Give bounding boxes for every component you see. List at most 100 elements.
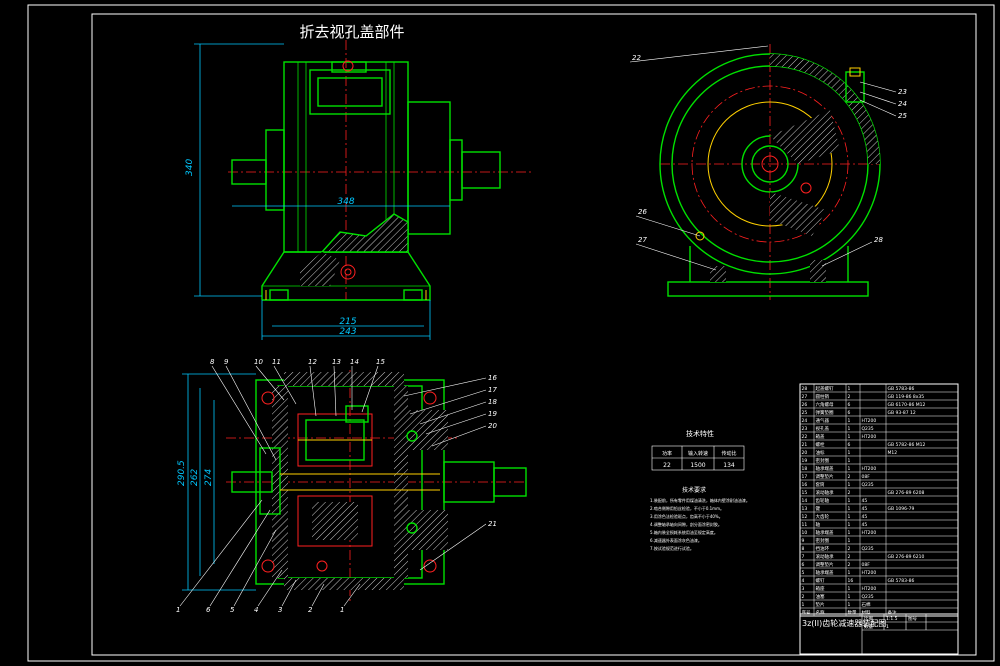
bom-cell-name: 滚动轴承 (816, 553, 834, 560)
bom-cell-name: 调整垫片 (816, 473, 834, 480)
bom-cell-no: 24 (802, 418, 808, 424)
balloon-21: 21 (488, 520, 497, 528)
bom-cell-no: 22 (802, 434, 808, 440)
tech-req-line: 1.装配前，所有零件用煤油清洗，箱体内壁涂耐油油漆。 (650, 497, 750, 503)
bom-cell-qty: 1 (848, 386, 851, 392)
tech-req-line: 4.调整轴承轴向间隙，剖分面涂密封胶。 (650, 521, 722, 527)
bom-cell-name: 视孔盖 (816, 425, 830, 432)
balloon-28: 28 (874, 236, 883, 244)
bom-header-cell: 名称 (816, 609, 825, 616)
bom-cell-no: 5 (802, 570, 805, 576)
bom-cell-qty: 6 (848, 410, 851, 416)
tech-val-ratio: 134 (723, 462, 735, 469)
bom-header-cell: 序号 (802, 609, 811, 616)
side-leaders: 22 23 24 25 26 27 28 (629, 45, 907, 271)
balloon-2: 2 (308, 606, 313, 614)
bom-cell-qty: 2 (848, 490, 851, 496)
bom-cell-name: 轴承端盖 (816, 465, 834, 472)
bom-cell-mat: HT200 (862, 466, 877, 472)
bom-cell-std: GB 276-89 6208 (888, 490, 925, 496)
bom-cell-mat: Q235 (862, 546, 874, 552)
bom-cell-name: 六角螺母 (816, 401, 834, 408)
bom-cell-name: 箱座 (816, 585, 825, 592)
tech-head-speed: 输入转速 (688, 450, 708, 457)
bom-cell-std: GB 5783-86 (888, 578, 915, 584)
bom-cell-no: 13 (802, 506, 808, 512)
tech-val-power: 22 (663, 462, 671, 469)
bom-cell-mat: Q235 (862, 482, 874, 488)
bom-cell-std: GB 1096-79 (888, 506, 915, 512)
drawing-title: 折去视孔盖部件 (299, 23, 404, 41)
balloon-1b: 1 (340, 606, 344, 614)
bom-cell-no: 18 (802, 466, 808, 472)
bom-cell-no: 10 (802, 530, 808, 536)
bom-cell-mat: HT200 (862, 434, 877, 440)
tech-table: 技术特性 功率 输入转速 传动比 22 1500 134 (651, 429, 745, 471)
bom-header-cell: 数量 (848, 609, 857, 616)
balloon-5: 5 (230, 606, 235, 614)
bom-cell-qty: 1 (848, 482, 851, 488)
plan-dimensions: 290.5 262 274 (177, 373, 256, 591)
balloon-27: 27 (638, 236, 647, 244)
bom-cell-no: 8 (802, 546, 805, 552)
balloon-14: 14 (350, 358, 359, 366)
balloon-22: 22 (632, 54, 641, 62)
bom-cell-mat: HT200 (862, 586, 877, 592)
balloon-24: 24 (898, 100, 907, 108)
balloon-3: 3 (278, 606, 282, 614)
bom-cell-name: 调整垫片 (816, 561, 834, 568)
title-block: 3z(II)齿轮减速器装配图 比例 1:1.5 图号 数量 1 (799, 613, 959, 655)
bom-cell-qty: 6 (848, 402, 851, 408)
balloon-6: 6 (206, 606, 211, 614)
bom-cell-name: 垫片 (816, 601, 825, 608)
bom-cell-qty: 6 (848, 442, 851, 448)
bom-cell-std: GB 5782-86 M12 (888, 442, 926, 448)
balloon-23: 23 (898, 88, 907, 96)
tech-req-line: 5.箱内装全损耗系统用油至规定高度。 (650, 529, 718, 535)
bom-cell-no: 6 (802, 562, 805, 568)
bom-cell-mat: HT200 (862, 570, 877, 576)
bom-cell-no: 3 (802, 586, 805, 592)
bom-cell-no: 21 (802, 442, 808, 448)
tech-req-line: 6.减速器外表面涂灰色油漆。 (650, 537, 702, 543)
balloon-12: 12 (308, 358, 317, 366)
bom-cell-qty: 1 (848, 498, 851, 504)
tech-req-line: 3.用涂色法检验斑点，齿高不小于40%。 (650, 513, 723, 519)
dim-plan-274: 274 (204, 469, 214, 486)
dim-plan-262: 262 (190, 469, 200, 486)
front-dimensions: 340 348 215 243 (185, 43, 450, 340)
bom-cell-mat: 45 (862, 522, 868, 528)
bom-cell-no: 25 (802, 410, 808, 416)
balloon-25: 25 (898, 112, 907, 120)
balloon-11: 11 (272, 358, 281, 366)
bom-cell-no: 2 (802, 594, 805, 600)
bom-cell-name: 箱盖 (816, 433, 825, 440)
tech-req-line: 7.按试验规范进行试验。 (650, 545, 694, 551)
bom-cell-name: 轴承端盖 (816, 529, 834, 536)
bom-cell-mat: 石棉 (862, 601, 871, 608)
title-block-name: 3z(II)齿轮减速器装配图 (802, 618, 886, 628)
bom-cell-no: 4 (802, 578, 805, 584)
balloon-13: 13 (332, 358, 341, 366)
bom-cell-qty: 16 (848, 578, 854, 584)
bom-cell-mat: HT200 (862, 418, 877, 424)
bom-cell-name: 弹簧垫圈 (816, 409, 834, 416)
bom-cell-mat: 45 (862, 514, 868, 520)
bom-cell-qty: 1 (848, 434, 851, 440)
bom-cell-mat: Q235 (862, 426, 874, 432)
bom-cell-qty: 1 (848, 418, 851, 424)
bom-cell-std: M12 (888, 450, 898, 456)
plan-view (226, 370, 527, 604)
bom-cell-no: 16 (802, 482, 808, 488)
balloon-10: 10 (254, 358, 263, 366)
balloon-26: 26 (638, 208, 647, 216)
bom-cell-no: 27 (802, 394, 808, 400)
bom-header-cell: 材料 (862, 609, 871, 616)
tech-head-ratio: 传动比 (721, 450, 736, 457)
dim-base-243: 243 (339, 327, 356, 337)
bom-cell-mat: Q235 (862, 594, 874, 600)
plan-leaders: 8 9 10 11 12 13 14 15 16 17 18 19 20 21 … (176, 358, 497, 614)
bom-cell-qty: 1 (848, 466, 851, 472)
bom-cell-qty: 2 (848, 562, 851, 568)
